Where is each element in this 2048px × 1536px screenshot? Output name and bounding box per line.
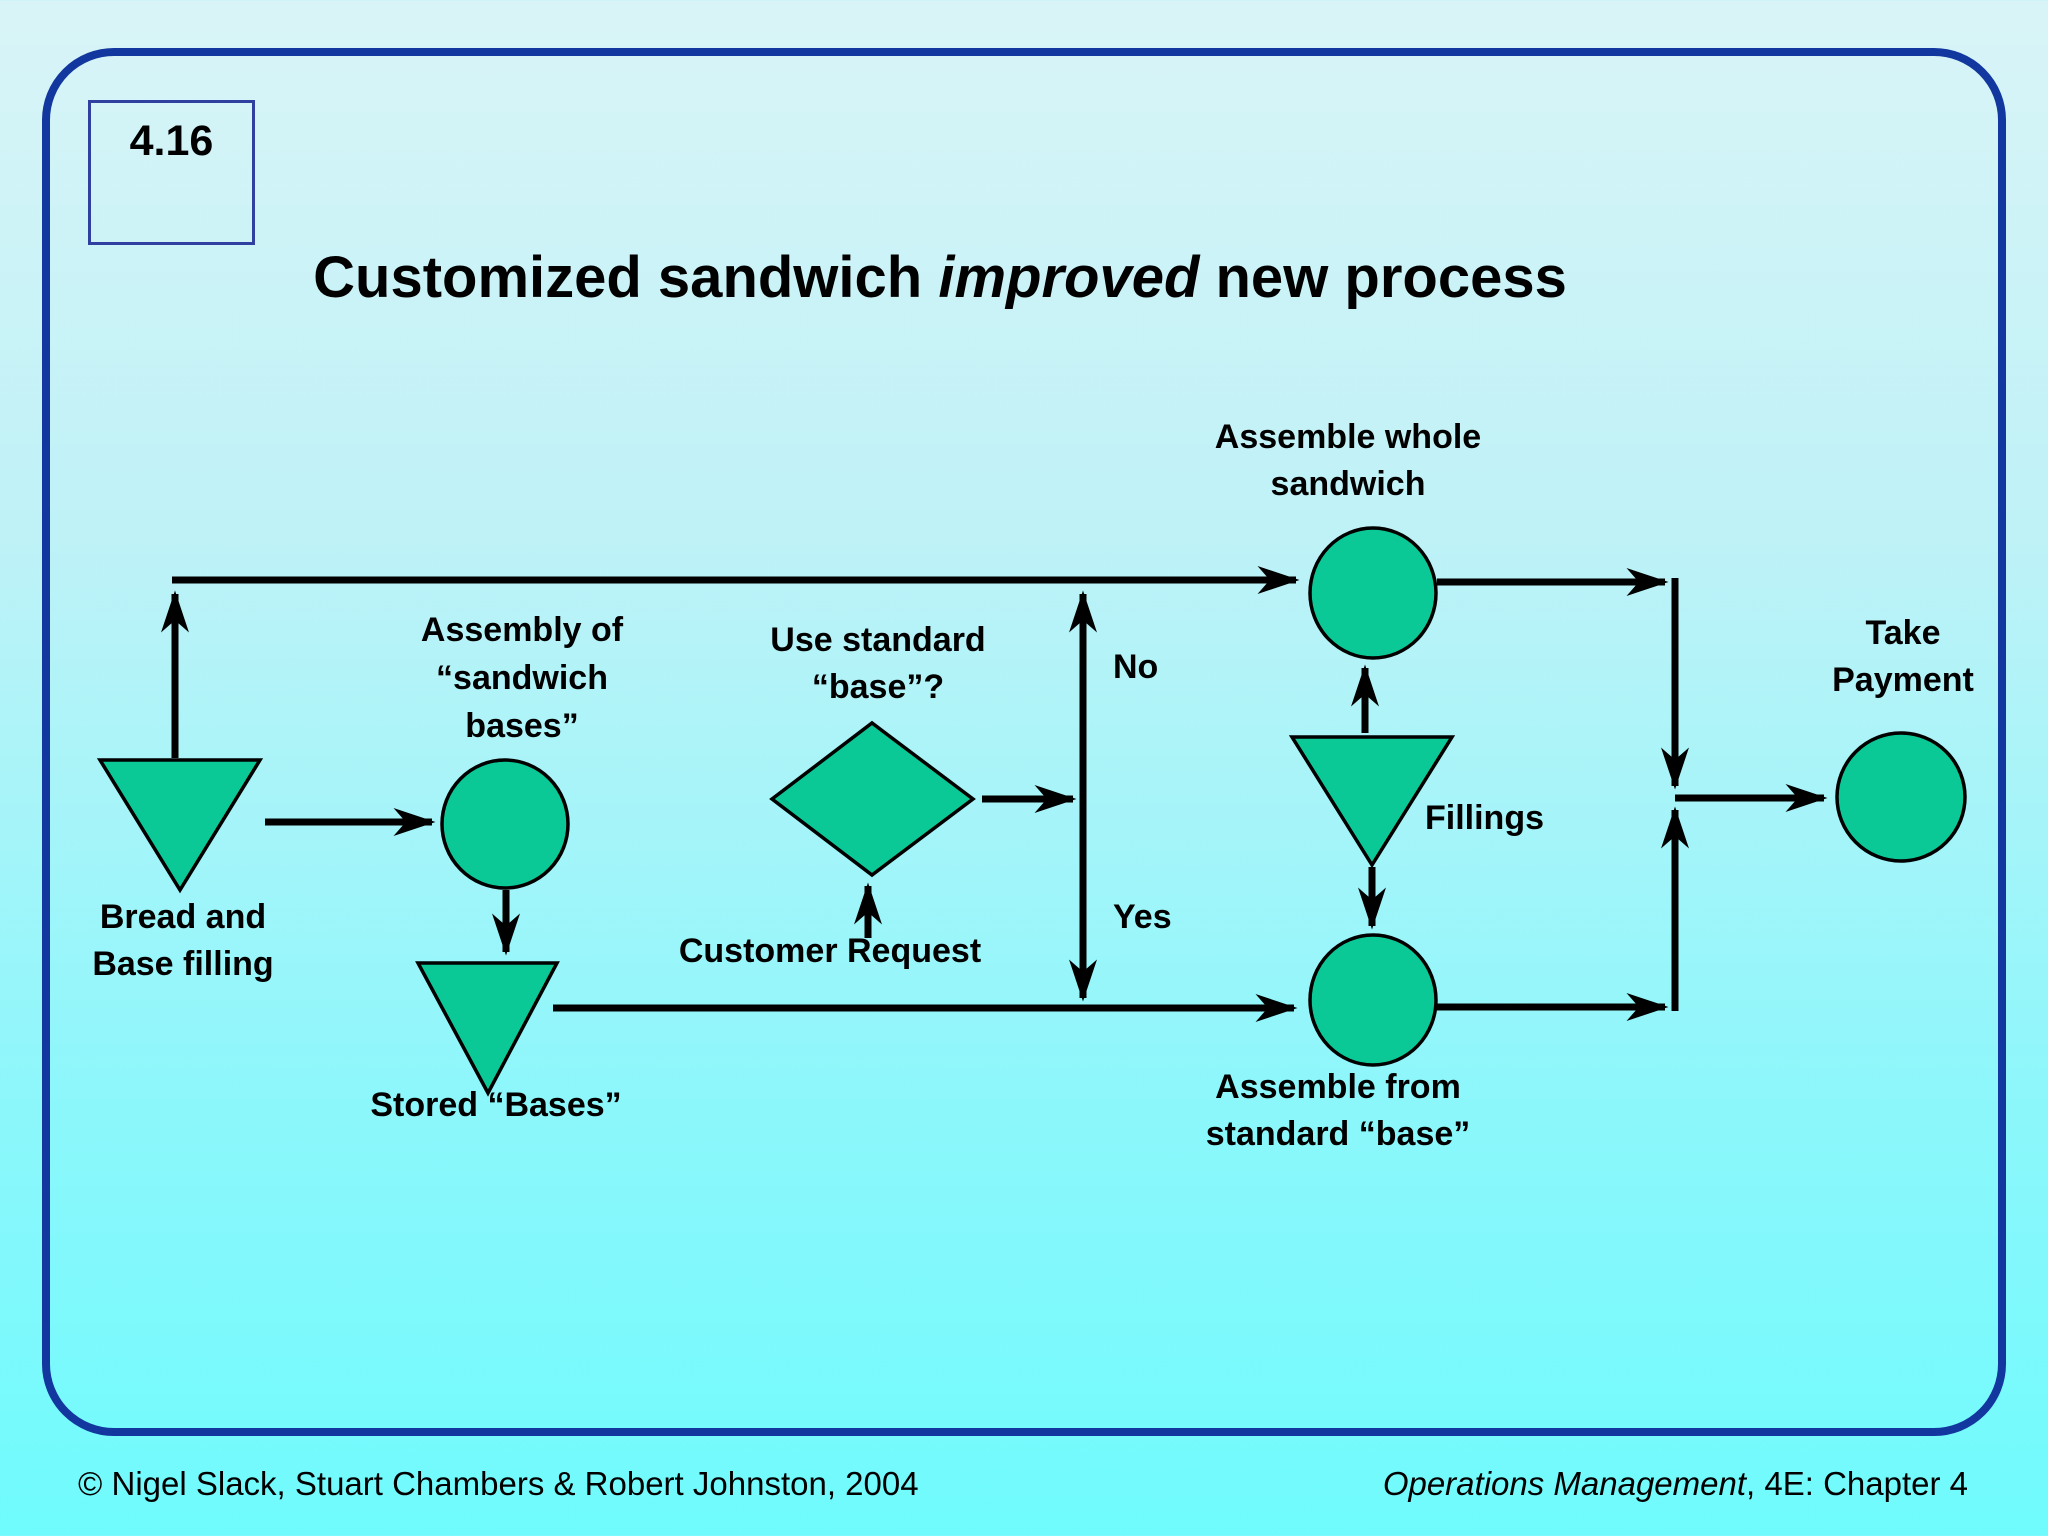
decision-diamond xyxy=(769,720,976,878)
use-standard-base-label: Use standard “base”? xyxy=(770,621,986,706)
slide-number-box: 4.16 xyxy=(88,100,255,245)
bread-label: Bread and Base filling xyxy=(92,898,274,983)
slide-border xyxy=(42,48,2006,1436)
no-label: No xyxy=(1113,648,1159,686)
operation-circle-take-payment xyxy=(1835,731,1967,863)
yes-label: Yes xyxy=(1113,898,1172,936)
fillings-label: Fillings xyxy=(1425,799,1544,837)
inventory-triangle-bread xyxy=(96,758,264,894)
assemble-standard-label: Assemble from standard “base” xyxy=(1205,1068,1471,1153)
page-title: Customized sandwich improved new process xyxy=(140,244,1740,311)
operation-circle-assemble-standard xyxy=(1308,933,1438,1067)
book-reference-text: Operations Management, 4E: Chapter 4 xyxy=(1100,1465,1968,1503)
assembly-bases-label: Assembly of “sandwich bases” xyxy=(420,611,624,745)
inventory-triangle-fillings xyxy=(1288,735,1456,869)
slide-number: 4.16 xyxy=(129,117,214,165)
operation-circle-assembly-bases xyxy=(440,758,570,890)
title-italic: improved xyxy=(938,245,1200,310)
assemble-whole-label: Assemble whole sandwich xyxy=(1214,418,1482,503)
title-post: new process xyxy=(1199,245,1567,310)
customer-request-label: Customer Request xyxy=(678,932,982,970)
stored-bases-label: Stored “Bases” xyxy=(370,1086,622,1124)
book-chapter: , 4E: Chapter 4 xyxy=(1746,1465,1968,1502)
book-title: Operations Management xyxy=(1382,1465,1747,1502)
operation-circle-assemble-whole xyxy=(1308,526,1438,660)
inventory-triangle-stored-bases xyxy=(415,961,560,1097)
copyright-text: © Nigel Slack, Stuart Chambers & Robert … xyxy=(78,1465,919,1502)
title-pre: Customized sandwich xyxy=(313,245,939,310)
take-payment-label: Take Payment xyxy=(1832,614,1974,699)
